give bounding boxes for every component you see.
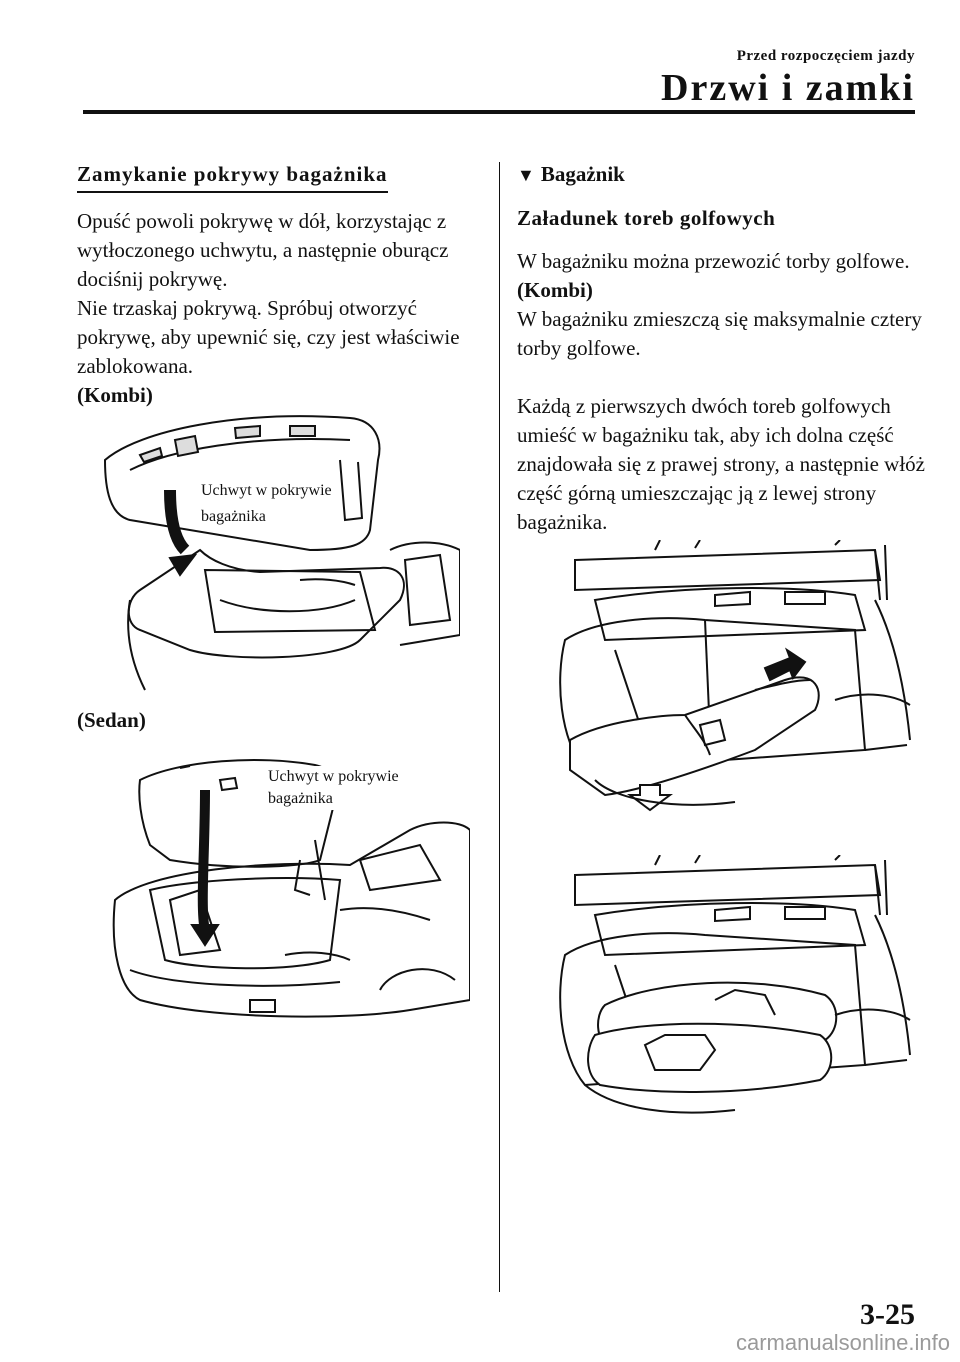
kombi-closing-illustration — [100, 400, 460, 700]
watermark: carmanualsonline.info — [735, 1330, 950, 1355]
kombi-handle-callout: Uchwyt w pokrywie bagażnika — [201, 480, 332, 528]
golf-bag-loading-illustration — [535, 540, 915, 840]
kombi-label: (Kombi) — [77, 383, 153, 407]
column-divider — [499, 162, 500, 1292]
subheading-golf-bags: Załadunek toreb golfowych — [517, 206, 776, 230]
sedan-label: (Sedan) — [77, 708, 146, 732]
section-heading-closing: Zamykanie pokrywy bagażnika — [77, 160, 388, 193]
warning-paragraph: Nie trzaskaj pokrywą. Spróbuj otworzyć p… — [77, 296, 460, 378]
instruction-paragraph: Opuść powoli pokrywę w dół, korzystając … — [77, 209, 449, 291]
kombi-label-right: (Kombi) — [517, 278, 593, 302]
sedan-closing-illustration — [110, 750, 470, 1040]
header-rule — [83, 110, 915, 114]
golf-bags-loaded-illustration — [535, 855, 915, 1145]
section-heading-trunk: ▼Bagażnik — [517, 162, 625, 186]
triangle-marker-icon: ▼ — [517, 165, 535, 185]
golf-bags-intro: W bagażniku można przewozić torby golfow… — [517, 249, 910, 273]
header-title: Drzwi i zamki — [661, 67, 915, 109]
golf-bags-placement: Każdą z pierwszych dwóch toreb golfowych… — [517, 394, 925, 534]
sedan-handle-callout: Uchwyt w pokrywie bagażnika — [268, 766, 399, 810]
golf-bags-capacity: W bagażniku zmieszczą się maksymalnie cz… — [517, 307, 922, 360]
right-column: ▼Bagażnik Załadunek toreb golfowych W ba… — [517, 160, 927, 537]
header-subtitle: Przed rozpoczęciem jazdy — [736, 48, 915, 64]
page-number: 3-25 — [860, 1298, 915, 1331]
left-column: Zamykanie pokrywy bagażnika Opuść powoli… — [77, 160, 482, 410]
